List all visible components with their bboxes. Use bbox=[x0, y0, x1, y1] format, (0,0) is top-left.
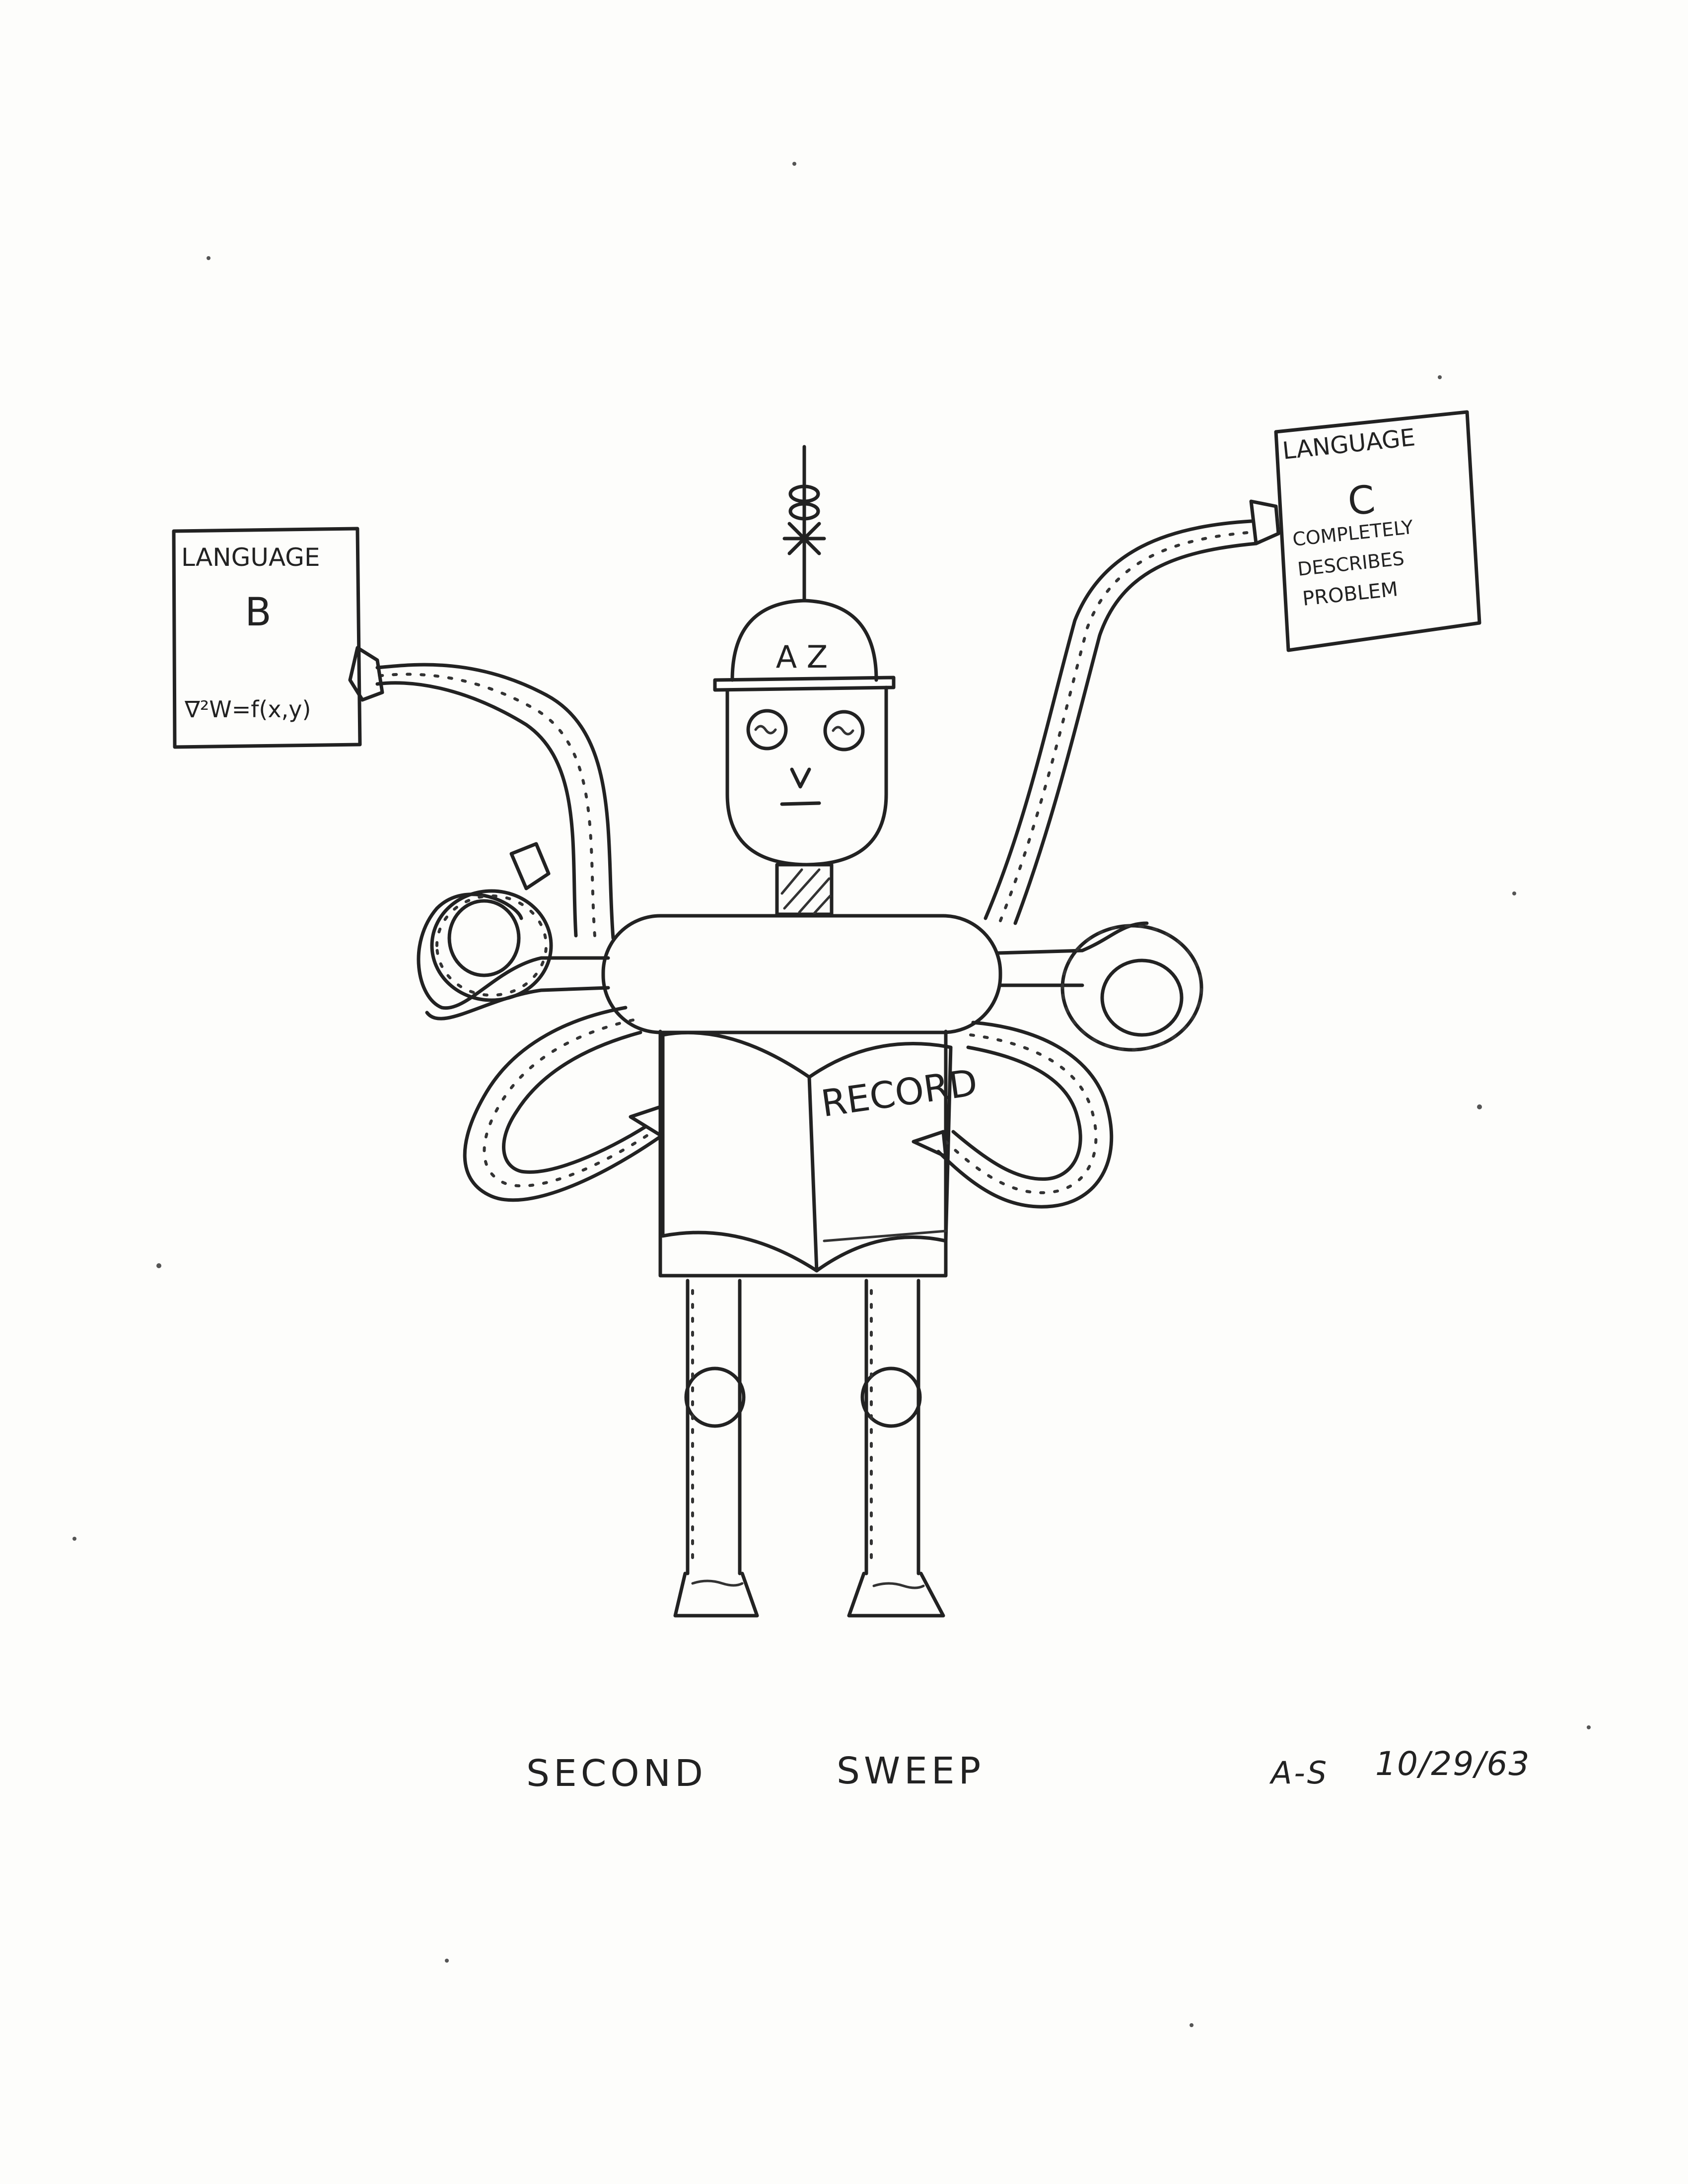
arm-upper-right bbox=[984, 499, 1280, 925]
card-b-heading: LANGUAGE bbox=[181, 543, 320, 572]
book-label: RECORD bbox=[819, 1061, 980, 1125]
arm-coil-right bbox=[996, 921, 1203, 1052]
robot-head bbox=[725, 685, 888, 867]
arm-lower-right bbox=[912, 1021, 1114, 1209]
signature-initials: A-S bbox=[1271, 1755, 1329, 1791]
antenna bbox=[782, 445, 826, 603]
arm-upper-left bbox=[348, 646, 615, 940]
left-eye bbox=[746, 709, 788, 751]
card-c-letter: C bbox=[1345, 478, 1377, 525]
paper-speckles bbox=[72, 162, 1591, 2027]
shoulders bbox=[601, 914, 1002, 1034]
gripper-right bbox=[1249, 499, 1280, 546]
card-c-line-2: DESCRIBES bbox=[1296, 547, 1405, 580]
neck bbox=[775, 863, 834, 916]
card-b-letter: B bbox=[245, 590, 272, 635]
gripper-left bbox=[348, 646, 384, 702]
helmet bbox=[713, 599, 896, 692]
record-book bbox=[661, 1030, 953, 1273]
card-language-b bbox=[172, 527, 362, 749]
nose bbox=[790, 767, 811, 789]
signature-date: 10/29/63 bbox=[1375, 1745, 1531, 1783]
card-c-line-3: PROBLEM bbox=[1301, 578, 1399, 611]
caption-sweep: SWEEP bbox=[837, 1750, 985, 1792]
left-leg bbox=[673, 1279, 759, 1618]
caption-second: SECOND bbox=[526, 1752, 707, 1795]
card-language-c bbox=[1274, 410, 1481, 652]
arm-lower-left bbox=[463, 1006, 665, 1202]
helmet-label: A Z bbox=[776, 639, 828, 675]
right-eye bbox=[823, 710, 865, 751]
card-b-formula: ∇²W=f(x,y) bbox=[184, 696, 311, 723]
arm-coil-left bbox=[417, 842, 610, 1021]
right-leg bbox=[847, 1279, 945, 1618]
mouth bbox=[780, 801, 821, 806]
